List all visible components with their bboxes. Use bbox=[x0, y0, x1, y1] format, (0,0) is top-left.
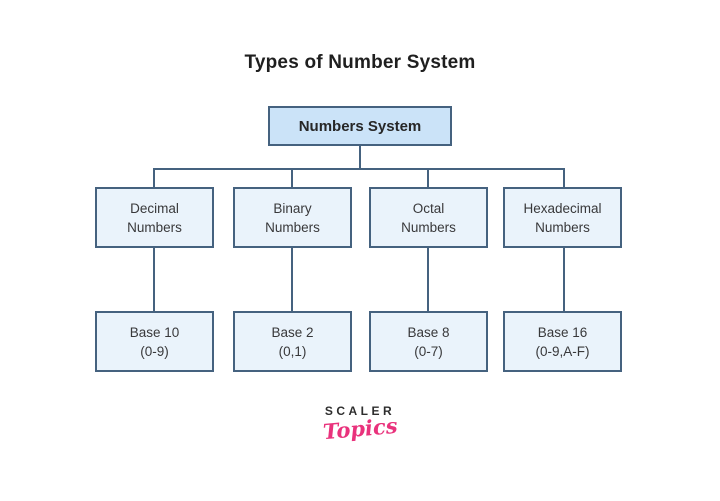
base-node-base10: Base 10 (0-9) bbox=[95, 311, 214, 372]
type-node-hexadecimal: Hexadecimal Numbers bbox=[503, 187, 622, 248]
base-node-base16: Base 16 (0-9,A-F) bbox=[503, 311, 622, 372]
base-node-label-line2: (0-7) bbox=[414, 343, 443, 359]
type-node-octal: Octal Numbers bbox=[369, 187, 488, 248]
connector-stub-binary bbox=[291, 168, 293, 187]
connector-stub-decimal bbox=[153, 168, 155, 187]
base-node-label-line1: Base 2 bbox=[271, 324, 314, 340]
scaler-brand-text: SCALER bbox=[324, 404, 396, 418]
base-node-label-line2: (0-9,A-F) bbox=[535, 343, 590, 359]
connector-mid-decimal bbox=[153, 248, 155, 311]
base-node-base2: Base 2 (0,1) bbox=[233, 311, 352, 372]
root-node-numbers-system: Numbers System bbox=[268, 106, 452, 146]
type-node-label-line1: Binary bbox=[273, 200, 312, 216]
base-node-label-line2: (0,1) bbox=[278, 343, 307, 359]
connector-stub-hexadecimal bbox=[563, 168, 565, 187]
type-node-label-line2: Numbers bbox=[127, 219, 182, 235]
type-node-label-line2: Numbers bbox=[265, 219, 320, 235]
scaler-topics-logo: SCALER Topics bbox=[0, 404, 720, 445]
type-node-binary: Binary Numbers bbox=[233, 187, 352, 248]
connector-mid-hexadecimal bbox=[563, 248, 565, 311]
root-node-label: Numbers System bbox=[298, 117, 422, 135]
type-node-label-line1: Hexadecimal bbox=[523, 200, 602, 216]
base-node-label-line1: Base 8 bbox=[407, 324, 450, 340]
type-node-label-line1: Decimal bbox=[130, 200, 179, 216]
connector-mid-binary bbox=[291, 248, 293, 311]
connector-root-stub bbox=[359, 146, 361, 170]
type-node-decimal: Decimal Numbers bbox=[95, 187, 214, 248]
base-node-label-line2: (0-9) bbox=[140, 343, 169, 359]
type-node-label-line1: Octal bbox=[412, 200, 445, 216]
scaler-topics-script: Topics bbox=[321, 412, 399, 445]
diagram-title: Types of Number System bbox=[244, 52, 476, 73]
base-node-base8: Base 8 (0-7) bbox=[369, 311, 488, 372]
connector-stub-octal bbox=[427, 168, 429, 187]
base-node-label-line1: Base 16 bbox=[537, 324, 588, 340]
type-node-label-line2: Numbers bbox=[535, 219, 590, 235]
type-node-label-line2: Numbers bbox=[401, 219, 456, 235]
base-node-label-line1: Base 10 bbox=[129, 324, 180, 340]
connector-mid-octal bbox=[427, 248, 429, 311]
connector-horizontal-bar bbox=[153, 168, 565, 170]
